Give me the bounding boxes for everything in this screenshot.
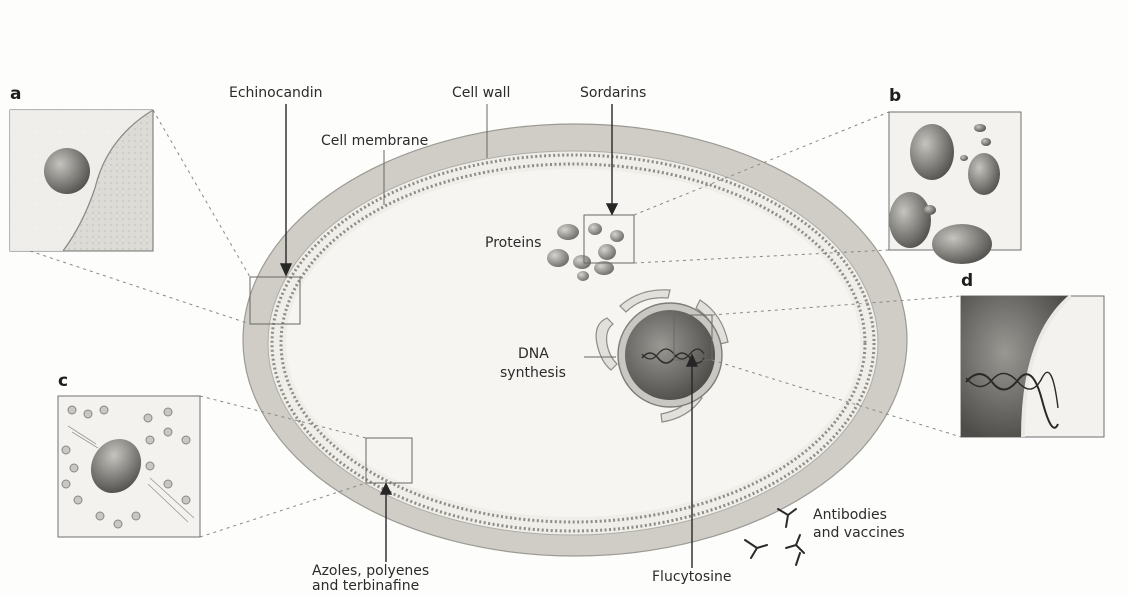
label-dna: DNA (518, 346, 549, 363)
cytoplasm (286, 169, 860, 517)
label-flucytosine: Flucytosine (652, 569, 732, 586)
label-antibodies-line1: Antibodies (813, 507, 887, 524)
label-cell-wall: Cell wall (452, 85, 510, 102)
label-echinocandin: Echinocandin (229, 85, 323, 102)
panel-label-d: d (961, 271, 973, 291)
label-proteins: Proteins (485, 235, 541, 252)
label-azoles-line2: and terbinafine (312, 578, 419, 595)
label-synthesis: synthesis (500, 365, 566, 382)
panel-label-a: a (10, 84, 21, 104)
label-antibodies-line2: and vaccines (813, 525, 905, 542)
panel-label-c: c (58, 371, 68, 391)
label-cell-membrane: Cell membrane (321, 133, 428, 150)
label-sordarins: Sordarins (580, 85, 646, 102)
nucleus (625, 310, 715, 400)
inset-c (58, 396, 200, 537)
panel-label-b: b (889, 86, 901, 106)
inset-a (10, 110, 153, 251)
inset-d (961, 296, 1104, 437)
inset-b (889, 112, 1021, 264)
